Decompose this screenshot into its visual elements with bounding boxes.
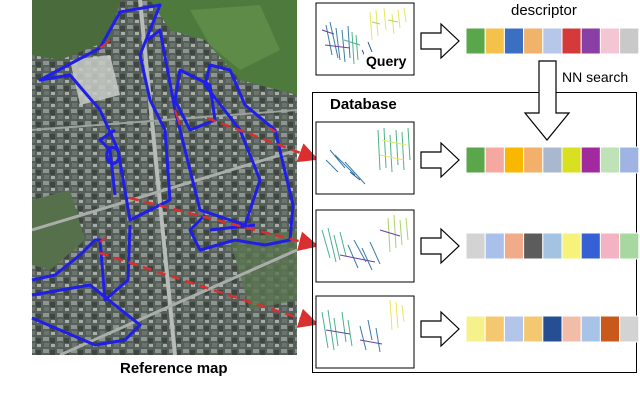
arrow-nn-search xyxy=(523,60,571,141)
descriptor-cell xyxy=(484,232,505,260)
arrow-db1-to-descriptor xyxy=(420,141,460,179)
link-db3 xyxy=(99,251,319,328)
descriptor-cell xyxy=(484,27,505,55)
descriptor-cell xyxy=(561,27,582,55)
db-pointcloud-3 xyxy=(315,295,415,369)
descriptor-row-db1 xyxy=(465,146,640,174)
arrow-query-to-descriptor xyxy=(420,22,460,60)
descriptor-cell xyxy=(599,232,621,260)
descriptor-cell xyxy=(580,146,601,174)
descriptor-cell xyxy=(503,232,525,260)
descriptor-cell xyxy=(619,27,640,55)
descriptor-cell xyxy=(465,146,486,174)
reference-map-label: Reference map xyxy=(120,360,228,377)
arrow-db3-to-descriptor xyxy=(420,310,460,348)
descriptor-cell xyxy=(503,27,525,55)
descriptor-cell xyxy=(599,315,621,343)
descriptor-cell xyxy=(561,232,582,260)
descriptor-cell xyxy=(599,146,621,174)
descriptor-label: descriptor xyxy=(511,2,577,19)
descriptor-cell xyxy=(523,232,544,260)
link-db1 xyxy=(206,116,319,163)
descriptor-row-db3 xyxy=(465,315,640,343)
descriptor-cell xyxy=(542,27,563,55)
db-pointcloud-1 xyxy=(315,121,415,195)
descriptor-cell xyxy=(503,146,525,174)
descriptor-row-query xyxy=(465,27,640,55)
descriptor-cell xyxy=(561,146,582,174)
descriptor-cell xyxy=(523,27,544,55)
descriptor-cell xyxy=(523,146,544,174)
descriptor-cell xyxy=(465,27,486,55)
descriptor-cell xyxy=(561,315,582,343)
descriptor-cell xyxy=(465,315,486,343)
query-label: Query xyxy=(364,53,409,69)
descriptor-cell xyxy=(580,232,601,260)
database-label: Database xyxy=(330,96,397,113)
trajectory-routes xyxy=(31,3,295,347)
descriptor-cell xyxy=(580,27,601,55)
descriptor-row-db2 xyxy=(465,232,640,260)
descriptor-cell xyxy=(619,146,640,174)
descriptor-cell xyxy=(542,146,563,174)
descriptor-cell xyxy=(503,315,525,343)
link-db2 xyxy=(129,196,319,251)
descriptor-cell xyxy=(465,232,486,260)
db-pointcloud-2 xyxy=(315,209,415,283)
descriptor-cell xyxy=(542,232,563,260)
nn-search-label: NN search xyxy=(562,69,629,85)
descriptor-cell xyxy=(619,315,640,343)
descriptor-cell xyxy=(484,146,505,174)
descriptor-cell xyxy=(523,315,544,343)
descriptor-cell xyxy=(580,315,601,343)
descriptor-cell xyxy=(484,315,505,343)
descriptor-cell xyxy=(619,232,640,260)
arrow-db2-to-descriptor xyxy=(420,227,460,265)
descriptor-cell xyxy=(542,315,563,343)
descriptor-cell xyxy=(599,27,621,55)
